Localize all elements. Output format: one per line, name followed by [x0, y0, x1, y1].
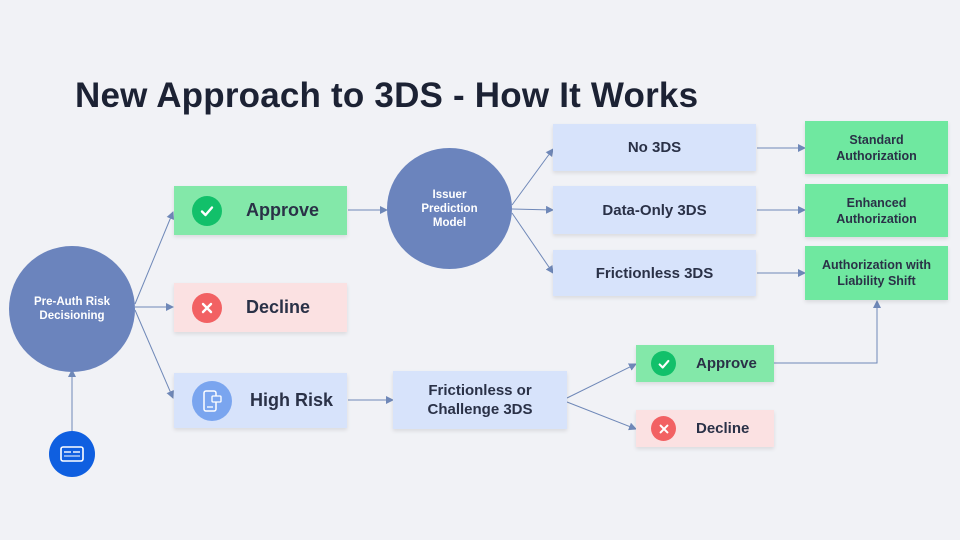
issuer-prediction-model-node: Issuer Prediction Model [387, 148, 512, 269]
high-risk-box: High Risk [174, 373, 347, 428]
arrow-preauth-to-approve [134, 211, 175, 305]
frictionless-or-challenge-box: Frictionless or Challenge 3DS [393, 371, 567, 429]
checkmark-icon [651, 351, 676, 376]
decline-box: Decline [174, 283, 347, 332]
approve-label: Approve [246, 200, 320, 220]
mobile-device-icon [192, 380, 232, 421]
liability-shift-authorization-label: Authorization with Liability Shift [821, 258, 931, 288]
checkmark-icon [192, 195, 222, 226]
arrow-challenge-to-decline2 [566, 401, 637, 431]
arrow-issuer-to-dataonly [511, 205, 554, 214]
standard-authorization-label: Standard Authorization [836, 132, 917, 163]
card-terminal-icon [49, 431, 95, 477]
frictionless-or-challenge-label: Frictionless or Challenge 3DS [427, 382, 533, 418]
approve-box: Approve [174, 186, 347, 235]
arrow-issuer-to-frictionless [511, 212, 554, 274]
arrow-issuer-to-no3ds [511, 148, 554, 206]
enhanced-authorization-label: Enhanced Authorization [836, 195, 917, 226]
data-only-3ds-box: Data-Only 3DS [553, 186, 756, 234]
decline-label: Decline [246, 297, 311, 317]
pre-auth-risk-node: Pre-Auth Risk Decisioning [9, 246, 135, 372]
liability-shift-authorization-box: Authorization with Liability Shift [805, 246, 948, 300]
page-title: New Approach to 3DS - How It Works [75, 76, 699, 115]
decline-2-box: Decline [636, 410, 774, 447]
pre-auth-risk-label: Pre-Auth Risk Decisioning [33, 296, 111, 322]
x-icon [192, 292, 222, 323]
standard-authorization-box: Standard Authorization [805, 121, 948, 174]
arrow-challenge-to-approve2 [566, 363, 637, 399]
x-icon [651, 416, 676, 441]
no-3ds-label: No 3DS [627, 139, 682, 156]
issuer-prediction-model-label: Issuer Prediction Model [421, 188, 478, 229]
decline-2-label: Decline [696, 420, 750, 437]
enhanced-authorization-box: Enhanced Authorization [805, 184, 948, 237]
data-only-3ds-label: Data-Only 3DS [602, 201, 707, 219]
no-3ds-box: No 3DS [553, 124, 756, 171]
approve-2-label: Approve [696, 355, 757, 372]
high-risk-label: High Risk [250, 390, 334, 410]
frictionless-3ds-label: Frictionless 3DS [595, 264, 714, 282]
arrow-approve2-to-liability [774, 300, 881, 364]
frictionless-3ds-box: Frictionless 3DS [553, 250, 756, 296]
arrow-preauth-to-highrisk [134, 309, 174, 399]
approve-2-box: Approve [636, 345, 774, 382]
